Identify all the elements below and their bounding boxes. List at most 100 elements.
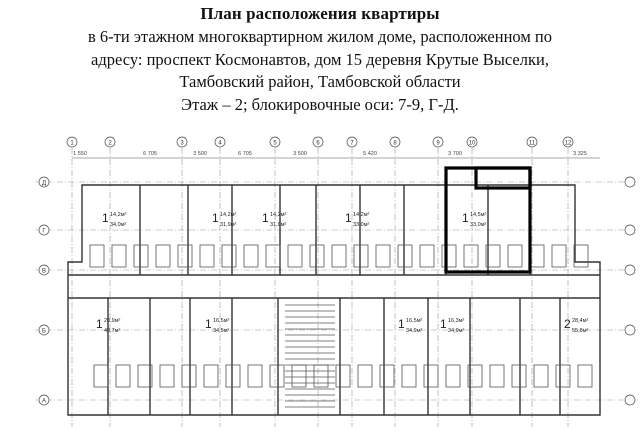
dimension-label: 5 420 [363,151,377,157]
row-bubble [38,264,50,276]
apartment-living-area: 14,5м² [470,212,486,218]
apartment-living-area: 20,9м² [104,318,120,324]
bathroom [313,364,329,388]
bathroom [489,364,505,388]
bathroom [265,244,281,268]
row-bubble [38,176,50,188]
apartment-total-area: 34,0м² [110,222,126,228]
floor-axes-line: Этаж – 2; блокировочные оси: 7-9, Г-Д. [181,95,459,114]
apartment-rooms: 1 [440,317,447,331]
apartment-rooms: 1 [102,211,109,225]
apartment-rooms: 2 [564,317,571,331]
apartment-total-area: 34,5м² [213,328,229,334]
axis-label: 4 [218,141,222,147]
row-label: Д [42,181,46,187]
apartment-rooms: 1 [262,211,269,225]
bathroom [533,364,549,388]
document-header: План расположения квартиры в 6-ти этажно… [0,0,640,128]
apartment-living-area: 16,3м² [448,318,464,324]
apartment-living-area: 14,2м² [270,212,286,218]
bathroom [397,244,413,268]
apartment-total-area: 31,9м² [270,222,286,228]
row-label: В [42,269,46,275]
bathroom [573,244,589,268]
apartment-rooms: 1 [345,211,352,225]
axis-bubble [466,136,478,148]
bathroom [225,364,241,388]
apartment-total-area: 55,8м² [572,328,588,334]
row-bubble-right [624,324,636,336]
axis-label: 2 [108,141,112,147]
apartment-rooms: 1 [96,317,103,331]
apartment-total-area: 33,0м² [353,222,369,228]
apartment-rooms: 1 [462,211,469,225]
bathroom [269,364,285,388]
axis-bubble [432,136,444,148]
dimension-label: 3 700 [448,151,462,157]
apartment-living-area: 16,5м² [406,318,422,324]
bathroom [115,364,131,388]
axis-bubble [176,136,188,148]
bathroom [467,364,483,388]
axis-bubble [312,136,324,148]
row-bubble-right [624,224,636,236]
bathroom [463,244,479,268]
axis-label: 10 [469,141,476,147]
axis-bubble [66,136,78,148]
bathroom [243,244,259,268]
apartment-total-area: 33,0м² [470,222,486,228]
axis-bubble [104,136,116,148]
apartment-total-area: 31,9м² [220,222,236,228]
bathroom [159,364,175,388]
bathroom [247,364,263,388]
axis-label: 8 [393,141,397,147]
bathroom [309,244,325,268]
row-bubble [38,394,50,406]
bathroom [551,244,567,268]
bathroom [221,244,237,268]
axis-label: 5 [273,141,277,147]
row-bubble-right [624,176,636,188]
bathroom [335,364,351,388]
bathroom [511,364,527,388]
axis-label: 9 [436,141,440,147]
bathroom [357,364,373,388]
bathroom [419,244,435,268]
highlighted-apartment-balcony [474,166,532,190]
address-line-1: в 6-ти этажном многоквартирном жилом дом… [88,27,552,46]
row-bubble [38,224,50,236]
bathroom [379,364,395,388]
apartment-rooms: 1 [398,317,405,331]
address-line-2: адресу: проспект Космонавтов, дом 15 дер… [91,50,549,69]
axis-label: 11 [529,141,536,147]
dimension-label: 3 500 [293,151,307,157]
bathroom [177,244,193,268]
dimension-label: 6 705 [143,151,157,157]
address-line-3: Тамбовский район, Тамбовской области [179,72,461,91]
row-label: Б [42,329,46,335]
bathroom [331,244,347,268]
bathroom [111,244,127,268]
bathroom [89,244,105,268]
dimension-label: 6 705 [238,151,252,157]
bathroom [375,244,391,268]
bathroom [199,244,215,268]
axis-bubble [214,136,226,148]
bathroom [441,244,457,268]
row-label: А [42,399,46,405]
axis-bubble [389,136,401,148]
bathroom [445,364,461,388]
axis-label: 3 [180,141,184,147]
bathroom [203,364,219,388]
apartment-living-area: 28,4м² [572,318,588,324]
bathroom [401,364,417,388]
dimension-label: 3 325 [573,151,587,157]
bathroom [137,364,153,388]
